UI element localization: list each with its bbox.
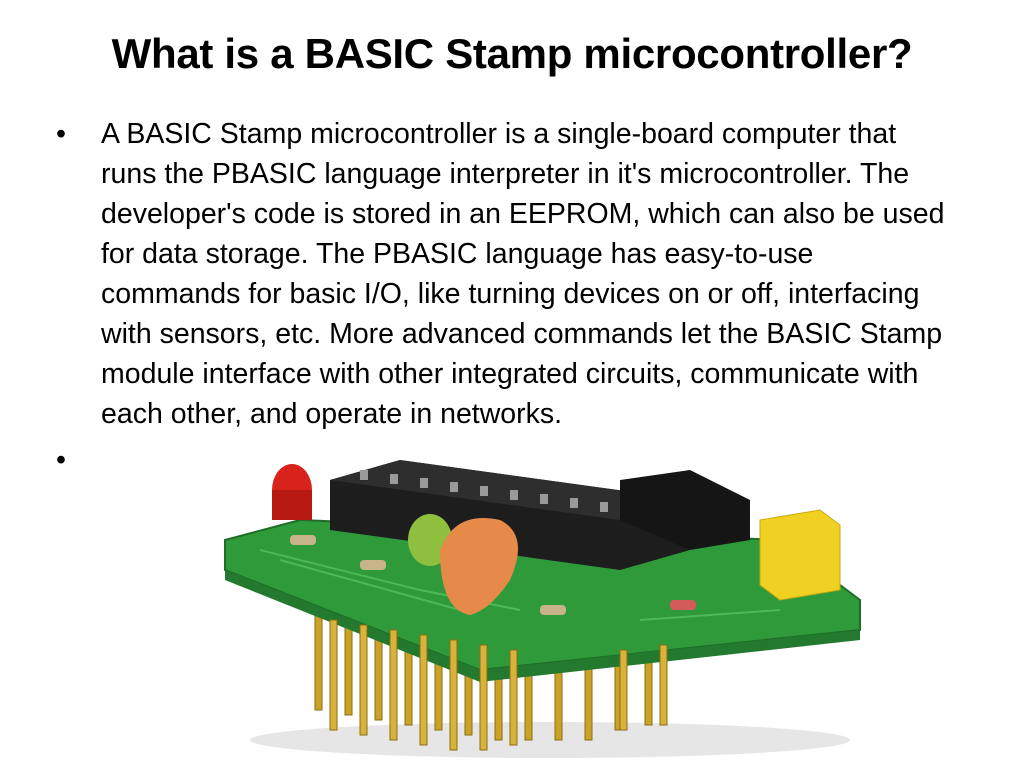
bullet-text: A BASIC Stamp microcontroller is a singl… xyxy=(101,118,945,430)
basic-stamp-board-photo xyxy=(224,460,861,758)
empty-bullet-item: • xyxy=(56,440,956,480)
bullet-icon: • xyxy=(56,118,66,150)
slide-title: What is a BASIC Stamp microcontroller? xyxy=(111,30,913,77)
bullet-list: • A BASIC Stamp microcontroller is a sin… xyxy=(56,114,956,480)
bullet-item: • A BASIC Stamp microcontroller is a sin… xyxy=(56,114,956,434)
bullet-icon: • xyxy=(56,444,66,476)
